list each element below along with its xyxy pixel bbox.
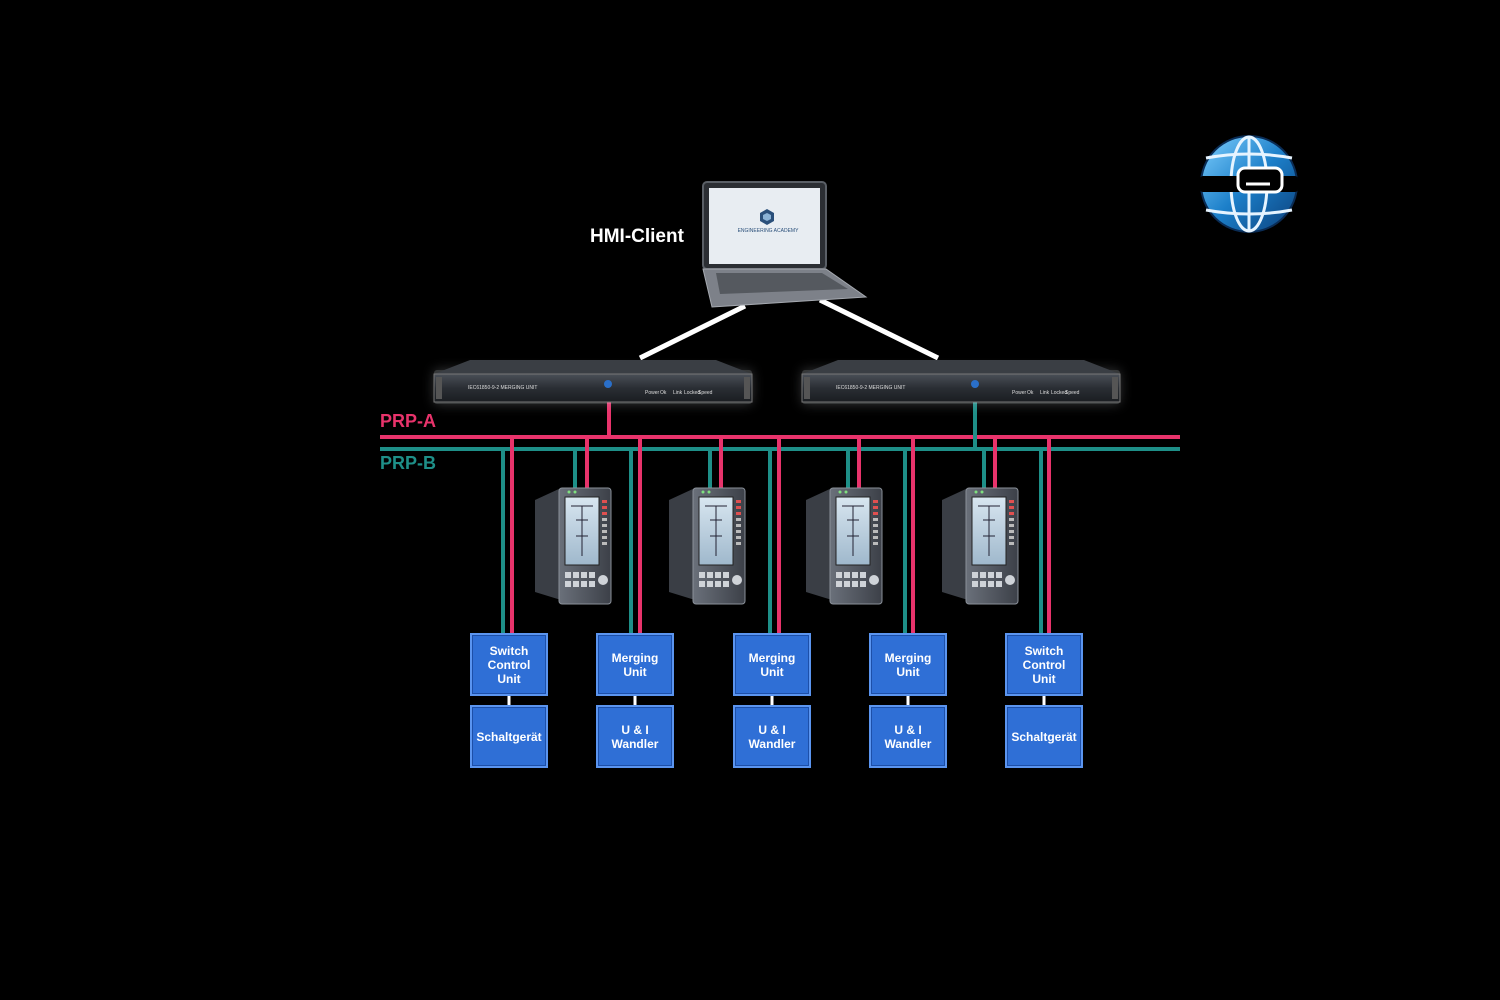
network-switch-a — [433, 360, 753, 404]
protection-relay-icon — [535, 487, 612, 605]
switch-a-led-label-1: Power — [645, 390, 660, 396]
switch-b-model-label: IEC61850-9-2 MERGING UNIT — [836, 385, 906, 391]
switch-control-unit-1: Switch Control Unit — [470, 633, 548, 696]
switch-control-unit-2: Switch Control Unit — [1005, 633, 1083, 696]
switch-b-led-label-2: Ok — [1027, 390, 1034, 396]
schaltgeraet-2: Schaltgerät — [1005, 705, 1083, 768]
laptop-uplinks — [638, 297, 940, 361]
ui-wandler-3: U & I Wandler — [869, 705, 947, 768]
network-switch-b — [801, 360, 1121, 404]
switch-b-led-label-3: Link — [1040, 390, 1050, 396]
switch-a-model-label: IEC61850-9-2 MERGING UNIT — [468, 385, 538, 391]
switch-b-led-label-1: Power — [1012, 390, 1027, 396]
protection-relay-icon — [669, 487, 746, 605]
protection-relay-icon — [806, 487, 883, 605]
ui-wandler-2: U & I Wandler — [733, 705, 811, 768]
laptop-screen-text: ENGINEERING ACADEMY — [738, 228, 800, 234]
protection-relay-icon — [942, 487, 1019, 605]
hmi-client-label: HMI-Client — [590, 226, 684, 247]
merging-unit-2: Merging Unit — [733, 633, 811, 696]
switch-b-led-label-5: Speed — [1065, 390, 1080, 396]
switch-a-led-label-3: Link — [673, 390, 683, 396]
laptop-icon: ENGINEERING ACADEMY — [702, 181, 868, 308]
ui-wandler-1: U & I Wandler — [596, 705, 674, 768]
prp-b-label: PRP-B — [380, 453, 437, 473]
merging-unit-1: Merging Unit — [596, 633, 674, 696]
protection-relays — [535, 487, 1019, 605]
field-drops — [501, 437, 1051, 635]
prp-a-label: PRP-A — [380, 411, 437, 431]
globe-logo-icon — [1200, 135, 1298, 233]
schaltgeraet-1: Schaltgerät — [470, 705, 548, 768]
relay-drops — [573, 437, 997, 490]
unit-connectors — [507, 696, 1046, 706]
switch-a-led-label-4: Locked — [684, 390, 701, 396]
switch-a-led-label-2: Ok — [660, 390, 667, 396]
switch-b-led-label-4: Locked — [1051, 390, 1068, 396]
merging-unit-3: Merging Unit — [869, 633, 947, 696]
switch-a-led-label-5: Speed — [698, 390, 713, 396]
